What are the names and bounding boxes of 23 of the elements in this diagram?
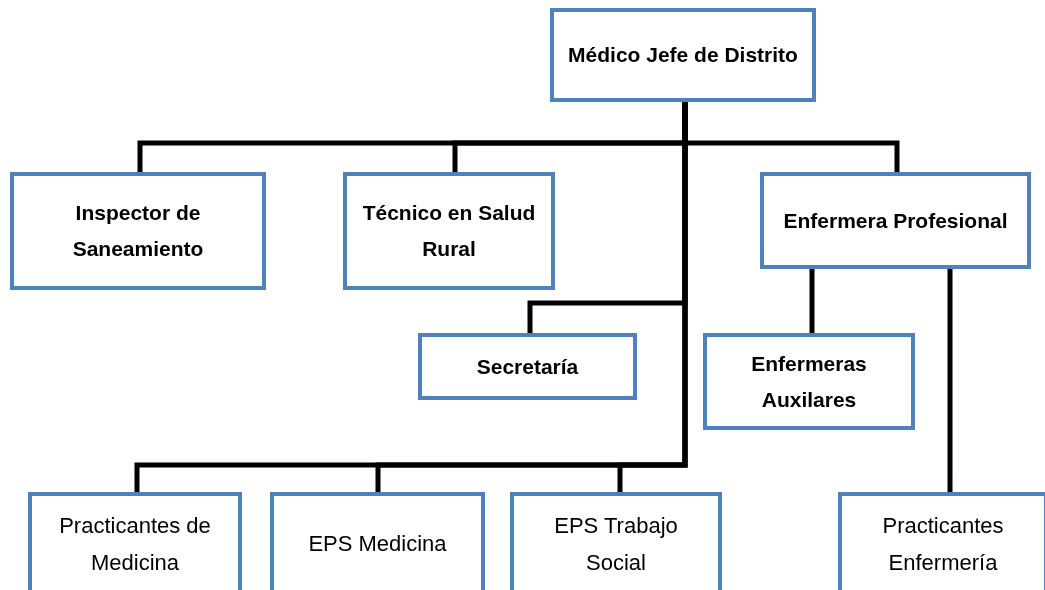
role-label: EPS Trabajo Social [553, 511, 679, 577]
org-box [270, 492, 485, 590]
connector-line [947, 269, 953, 492]
connector-line [809, 269, 815, 333]
org-box [343, 172, 555, 290]
org-box [550, 8, 816, 102]
role-label: Inspector de Saneamiento [71, 200, 205, 262]
org-box [838, 492, 1045, 590]
org-box [418, 333, 637, 400]
org-box [760, 172, 1031, 269]
role-label: Técnico en Salud Rural [361, 200, 537, 262]
org-box [510, 492, 722, 590]
org-box [28, 492, 242, 590]
role-label: Enfermeras Auxilares [750, 350, 868, 413]
org-box [10, 172, 266, 290]
org-box [703, 333, 915, 430]
role-label: Enfermera Profesional [783, 207, 1008, 234]
connector-line [617, 102, 688, 492]
role-label: Practicantes Enfermería [881, 511, 1005, 577]
role-label: EPS Medicina [308, 530, 447, 559]
role-label: Médico Jefe de Distrito [568, 42, 798, 69]
role-label: Practicantes de Medicina [58, 511, 212, 577]
role-label: Secretaría [476, 353, 579, 380]
